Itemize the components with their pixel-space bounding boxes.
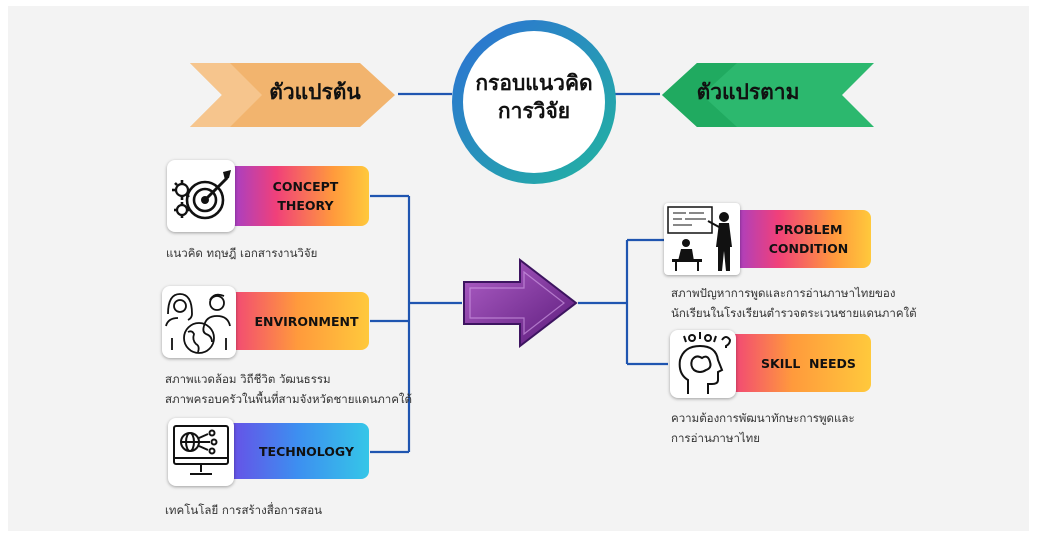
skill-needs-pill: SKILL NEEDS	[728, 334, 871, 392]
concept-theory-pill: CONCEPT THEORY	[226, 166, 369, 226]
dependent-banner-shape	[662, 63, 874, 127]
big-arrow-icon	[463, 258, 578, 349]
environment-desc-line1: สภาพแวดล้อม วิถีชีวิต วัฒนธรรม	[165, 372, 331, 386]
skill-needs-description: ความต้องการพัฒนาทักษะการพูดและ การอ่านภา…	[671, 408, 855, 448]
technology-desc-line1: เทคโนโลยี การสร้างสื่อการสอน	[165, 503, 323, 517]
people-globe-icon	[162, 286, 236, 358]
technology-description: เทคโนโลยี การสร้างสื่อการสอน	[165, 500, 322, 520]
concept-theory-description: แนวคิด ทฤษฎี เอกสารงานวิจัย	[166, 243, 317, 263]
environment-description: สภาพแวดล้อม วิถีชีวิต วัฒนธรรม สภาพครอบค…	[165, 369, 412, 409]
skill-needs-desc-line1: ความต้องการพัฒนาทักษะการพูดและ	[671, 411, 855, 425]
center-title-line2: การวิจัย	[497, 99, 571, 123]
concept-theory-line1: CONCEPT	[272, 179, 339, 194]
environment-pill: ENVIRONMENT	[226, 292, 369, 350]
head-ideas-icon	[670, 330, 736, 398]
target-gears-icon	[167, 160, 235, 232]
center-title-line1: กรอบแนวคิด	[475, 71, 593, 95]
computer-network-icon	[168, 418, 234, 486]
technology-pill: TECHNOLOGY	[226, 423, 369, 479]
technology-label: TECHNOLOGY	[259, 443, 354, 459]
concept-theory-desc-line1: แนวคิด ทฤษฎี เอกสารงานวิจัย	[166, 246, 318, 260]
environment-desc-line2: สภาพครอบครัวในพื้นที่สามจังหวัดชายแดนภาค…	[165, 392, 413, 406]
problem-condition-line2: CONDITION	[768, 241, 849, 256]
problem-condition-desc-line1: สภาพปัญหาการพูดและการอ่านภาษาไทยของ	[671, 286, 896, 300]
environment-label: ENVIRONMENT	[254, 313, 359, 329]
center-circle	[452, 20, 616, 184]
independent-label: ตัวแปรต้น	[269, 80, 361, 104]
skill-needs-label: SKILL NEEDS	[761, 355, 856, 371]
concept-theory-line2: THEORY	[277, 198, 334, 213]
dependent-label: ตัวแปรตาม	[696, 80, 800, 104]
classroom-teacher-icon	[664, 203, 740, 275]
problem-condition-description: สภาพปัญหาการพูดและการอ่านภาษาไทยของ นักเ…	[671, 283, 917, 323]
independent-banner-shape	[190, 63, 395, 127]
problem-condition-pill: PROBLEM CONDITION	[728, 210, 871, 268]
center-title: กรอบแนวคิด การวิจัย	[466, 69, 602, 125]
problem-condition-desc-line2: นักเรียนในโรงเรียนตำรวจตระเวนชายแดนภาคใต…	[671, 306, 917, 320]
skill-needs-desc-line2: การอ่านภาษาไทย	[671, 431, 761, 445]
problem-condition-line1: PROBLEM	[774, 222, 843, 237]
